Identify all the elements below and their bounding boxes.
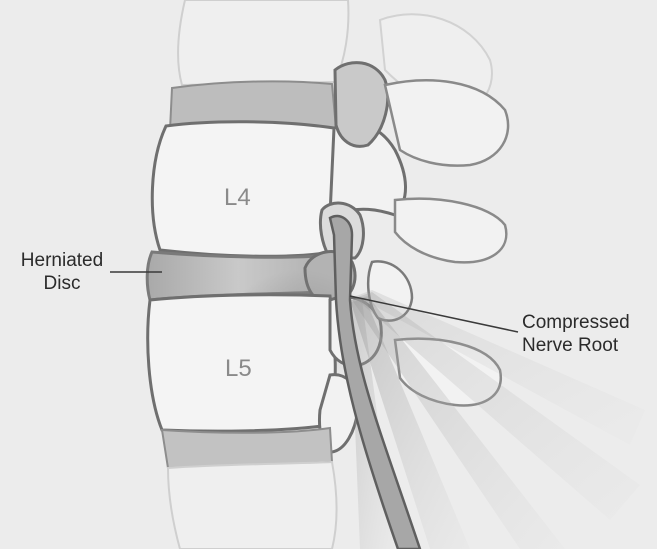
herniated-disc-label: Herniated Disc	[12, 249, 112, 295]
herniated-disc-label-line1: Herniated	[12, 249, 112, 272]
lower-vertebra-ghost	[168, 462, 337, 549]
l4-spinous-process	[385, 80, 508, 165]
l4-transverse-process	[395, 199, 506, 263]
l5-label: L5	[225, 355, 252, 383]
compressed-nerve-root-label: Compressed Nerve Root	[522, 311, 630, 357]
upper-vertebra-ghost	[178, 0, 348, 85]
l4-label: L4	[224, 184, 251, 212]
nerve-label-line2: Nerve Root	[522, 334, 630, 357]
nerve-label-line1: Compressed	[522, 311, 630, 334]
herniated-disc-label-line2: Disc	[12, 272, 112, 295]
